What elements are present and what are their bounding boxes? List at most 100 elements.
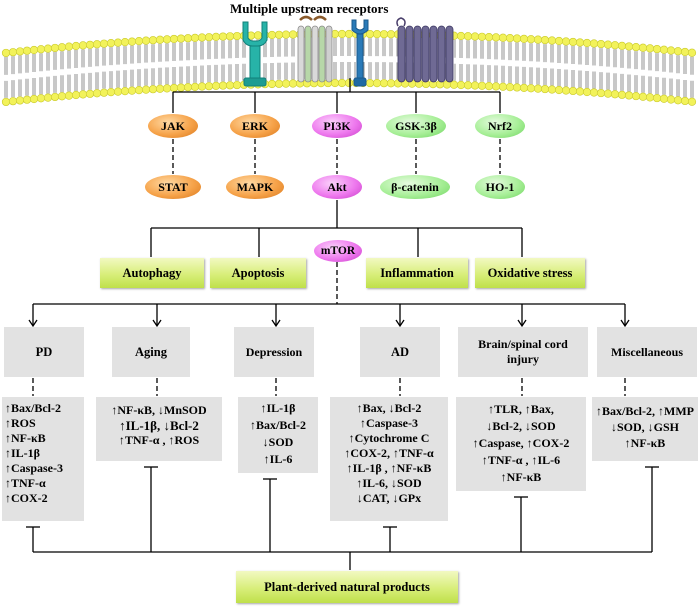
- lipid-head: [687, 48, 697, 57]
- marker-text: ↑Bax/Bcl-2: [5, 401, 61, 415]
- lipid-head: [8, 97, 18, 106]
- pathway-jak: JAK: [148, 114, 198, 138]
- lipid-head: [127, 37, 137, 46]
- lipid-head: [456, 80, 466, 90]
- marker-text: ↑Bax/Bcl-2, ↑MMP: [596, 404, 694, 418]
- lipid-head: [477, 81, 487, 90]
- lipid-head: [225, 32, 235, 41]
- process-oxidative-stress: Oxidative stress: [475, 258, 585, 288]
- lipid-head: [106, 39, 116, 48]
- disease-aging: Aging: [112, 327, 190, 377]
- lipid-head: [330, 78, 340, 88]
- arrow-head: [271, 319, 281, 328]
- marker-text: ↓CAT, ↓GPx: [356, 491, 422, 505]
- lipid-head: [106, 88, 116, 97]
- lipid-head: [64, 91, 74, 100]
- lipid-head: [148, 85, 158, 94]
- marker-text: ↑Caspase-3: [5, 461, 64, 475]
- lipid-head: [533, 35, 543, 44]
- lipid-head: [92, 40, 102, 49]
- lipid-head: [71, 90, 81, 100]
- marker-text: ↑ROS: [5, 416, 36, 430]
- lipid-head: [176, 83, 186, 92]
- lipid-head: [589, 39, 599, 48]
- lipid-head: [218, 81, 228, 90]
- marker-text: ↑Bax, ↓Bcl-2: [356, 401, 422, 415]
- lipid-head: [554, 85, 564, 95]
- lipid-head: [491, 82, 501, 91]
- lipid-head: [99, 88, 109, 97]
- lipid-head: [379, 79, 389, 88]
- lipid-head: [29, 45, 39, 55]
- marker-text: ↑IL-1β, ↓Bcl-2: [119, 418, 199, 433]
- lipid-head: [71, 41, 81, 51]
- pathway-beta-catenin: β-catenin: [380, 175, 450, 199]
- lipid-head: [456, 31, 466, 41]
- lipid-head: [141, 36, 151, 45]
- lipid-head: [190, 82, 200, 91]
- marker-text: ↑TNF-α , ↑IL-6: [481, 453, 561, 467]
- lipid-head: [547, 85, 557, 94]
- marker-text: ↑NF-κB, ↓MnSOD: [111, 403, 207, 417]
- lipid-head: [155, 84, 165, 93]
- lipid-head: [337, 29, 347, 39]
- lipid-head: [22, 46, 32, 55]
- lipid-head: [127, 86, 137, 95]
- lipid-head: [120, 86, 130, 96]
- lipid-head: [596, 39, 606, 49]
- lipid-head: [211, 81, 221, 90]
- arrow-head: [517, 319, 527, 328]
- disease-ad: AD: [360, 327, 440, 377]
- lipid-head: [680, 96, 690, 106]
- lipid-head: [204, 33, 214, 42]
- lipid-head: [617, 41, 627, 50]
- arrow-head: [152, 319, 162, 328]
- lipid-head: [113, 38, 123, 47]
- lipid-head: [519, 34, 529, 43]
- lipid-head: [365, 29, 375, 39]
- markers-brain-spinal-cord-injury: ↑TLR, ↑Bax, ↓Bcl-2, ↓SOD ↑Caspase, ↑COX-…: [456, 397, 586, 491]
- markers-ad: ↑Bax, ↓Bcl-2 ↑Caspase-3 ↑Cytochrome C ↑C…: [330, 397, 448, 521]
- lipid-head: [288, 79, 298, 88]
- lipid-head: [582, 87, 592, 97]
- marker-text: ↑IL-1β: [260, 401, 296, 415]
- lipid-head: [680, 47, 690, 57]
- lipid-head: [610, 41, 620, 50]
- lipid-head: [15, 96, 25, 105]
- marker-text: ↑IL-6: [263, 452, 293, 466]
- lipid-head: [386, 79, 396, 88]
- lipid-head: [22, 95, 32, 104]
- lipid-head: [43, 93, 53, 102]
- lipid-head: [575, 38, 585, 47]
- pathway-erk: ERK: [230, 114, 280, 138]
- lipid-head: [582, 38, 592, 48]
- markers-pd: ↑Bax/Bcl-2 ↑ROS ↑NF-κB ↑IL-1β ↑Caspase-3…: [2, 397, 84, 521]
- lipid-head: [624, 42, 634, 51]
- lipid-head: [610, 90, 620, 99]
- natural-products-box: Plant-derived natural products: [236, 571, 458, 603]
- lipid-head: [631, 42, 641, 52]
- arrow-head: [395, 319, 405, 328]
- lipid-head: [687, 97, 697, 106]
- lipid-head: [470, 81, 480, 90]
- receptor-icons: [242, 15, 454, 87]
- lipid-head: [218, 32, 228, 41]
- lipid-head: [232, 31, 242, 41]
- lipid-head: [288, 30, 298, 39]
- hub-mtor: mTOR: [314, 240, 362, 262]
- pathway-akt: Akt: [312, 175, 362, 199]
- lipid-head: [155, 35, 165, 44]
- lipid-head: [673, 96, 683, 105]
- lipid-head: [183, 34, 193, 43]
- lipid-head: [575, 87, 585, 96]
- lipid-head: [134, 37, 144, 46]
- lipid-head: [78, 41, 88, 50]
- lipid-head: [505, 82, 515, 92]
- marker-text: ↑TNF-α: [5, 476, 46, 490]
- arrow-head: [28, 319, 38, 328]
- disease-brain-spinal-cord-injury: Brain/spinal cord injury: [458, 327, 588, 377]
- marker-text: ↑Cytochrome C: [348, 431, 430, 445]
- lipid-head: [386, 30, 396, 39]
- lipid-head: [183, 83, 193, 92]
